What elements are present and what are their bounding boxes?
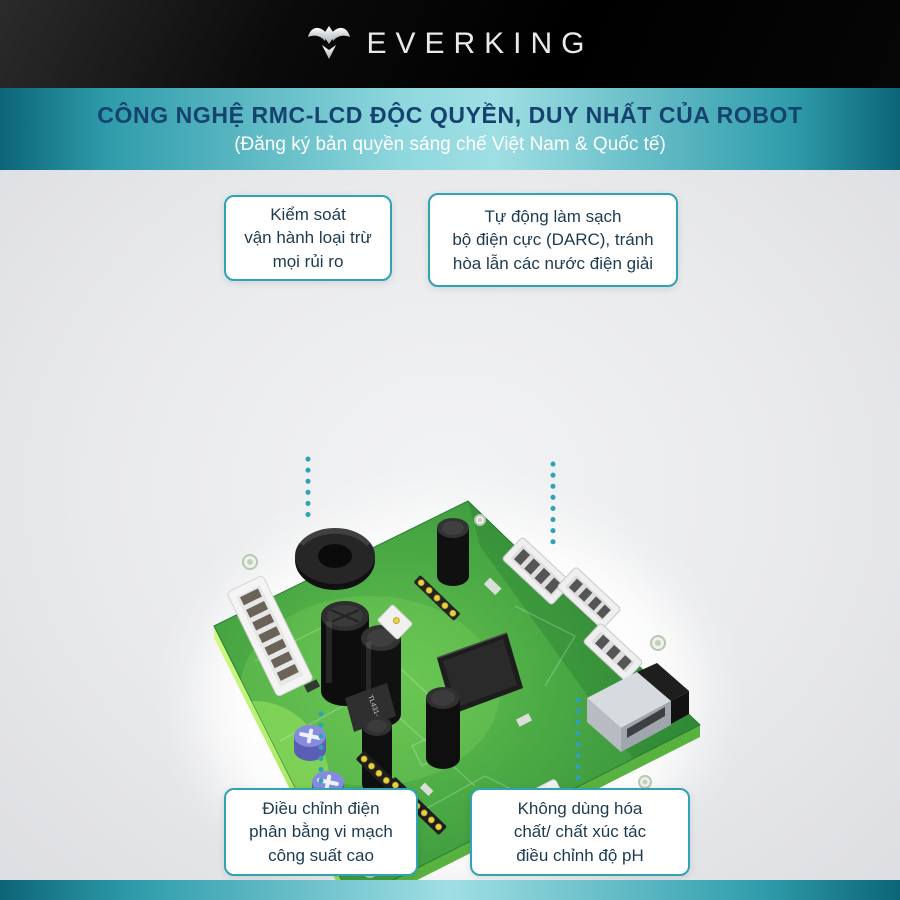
header: EVERKING — [0, 0, 900, 88]
pcb-small-components — [303, 577, 533, 797]
pcb-capacitor-large — [321, 601, 369, 706]
footer-strip — [0, 880, 900, 900]
pcb-trimmer-potentiometer — [294, 725, 326, 761]
pcb-card-slot — [587, 663, 689, 752]
pcb-pin-header — [414, 575, 460, 621]
pcb-capacitor-small — [437, 518, 469, 586]
pcb-capacitor-small — [426, 687, 460, 769]
pcb-connector-small — [377, 604, 413, 640]
pcb-connector-left — [227, 575, 313, 697]
pcb-connectors-right — [502, 537, 643, 681]
banner-title: CÔNG NGHỆ RMC-LCD ĐỘC QUYỀN, DUY NHẤT CỦ… — [97, 102, 803, 128]
pcb-inductor — [295, 527, 375, 590]
main-illustration-area: TL431-S — [0, 170, 900, 900]
brand-name: EVERKING — [366, 27, 594, 60]
callout-top-left: Kiểm soát vận hành loại trừ mọi rủi ro — [224, 195, 392, 281]
banner-subtitle: (Đăng ký bản quyền sáng chế Việt Nam & Q… — [234, 134, 666, 155]
everking-logo-icon — [306, 23, 352, 66]
callout-top-right: Tự động làm sạch bộ điện cực (DARC), trá… — [428, 193, 678, 287]
banner: CÔNG NGHỆ RMC-LCD ĐỘC QUYỀN, DUY NHẤT CỦ… — [0, 88, 900, 170]
callout-bottom-right: Không dùng hóa chất/ chất xúc tác điều c… — [470, 788, 690, 876]
callout-bottom-left: Điều chỉnh điện phân bằng vi mạch công s… — [224, 788, 418, 876]
